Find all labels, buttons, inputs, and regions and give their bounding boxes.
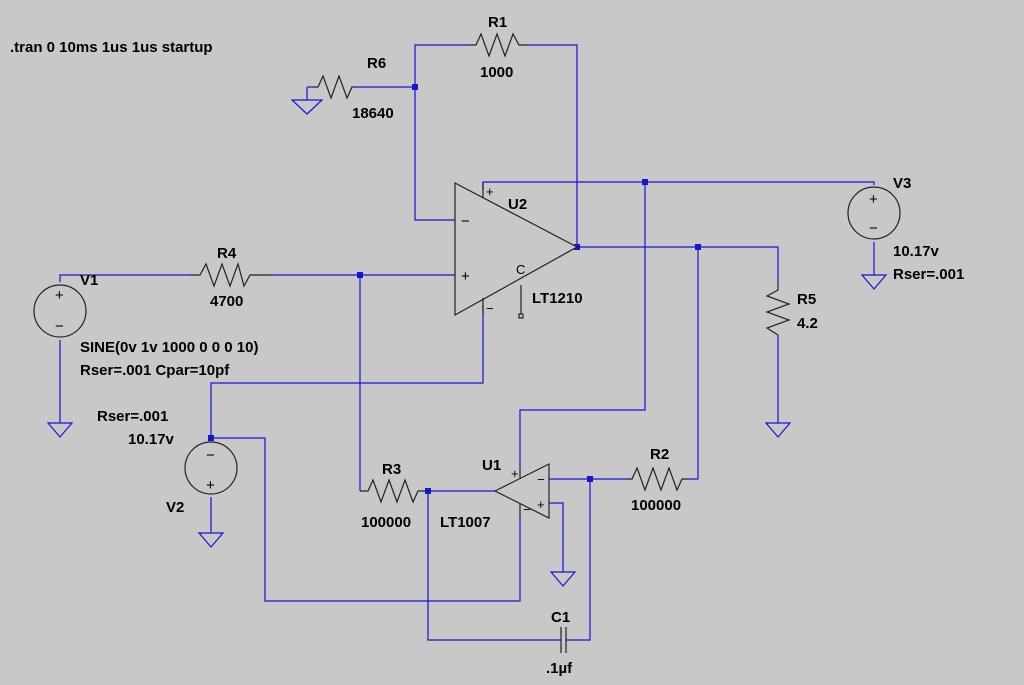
ground-icon xyxy=(197,532,225,548)
v2-plus-mark: + xyxy=(206,477,215,494)
voltage-source-v1-icon xyxy=(33,284,87,338)
r2-value: 100000 xyxy=(631,497,681,514)
junction-dot xyxy=(208,435,214,441)
capacitor-c1-icon xyxy=(560,627,567,653)
c1-value: .1µf xyxy=(546,660,573,677)
r3-value: 100000 xyxy=(361,514,411,531)
v2-value: 10.17v xyxy=(128,431,175,448)
wire-u2-vminus-v2 xyxy=(210,305,484,438)
opamp-u2-icon xyxy=(454,182,579,317)
ground-icon xyxy=(549,571,577,587)
resistor-r3-icon[interactable] xyxy=(360,478,428,504)
r4-value: 4700 xyxy=(210,293,243,310)
v2-minus-mark: − xyxy=(206,447,215,464)
source-v3[interactable]: + − xyxy=(847,186,901,240)
voltage-source-v3-icon xyxy=(847,186,901,240)
r1-value: 1000 xyxy=(480,64,513,81)
v3-minus-mark: − xyxy=(869,220,878,237)
wire-u2-vplus-v3 xyxy=(482,181,875,190)
r3-ref: R3 xyxy=(382,461,401,478)
r5-ref: R5 xyxy=(797,291,816,308)
spice-directive[interactable]: .tran 0 10ms 1us 1us startup xyxy=(10,39,213,56)
ground-icon xyxy=(764,422,792,438)
wire-v1-r4 xyxy=(59,274,190,282)
voltage-source-v2-icon xyxy=(184,441,238,495)
wire-output-r5 xyxy=(577,246,779,282)
v3-params: Rser=.001 xyxy=(893,266,964,283)
u2-c-pin-label: C xyxy=(516,262,525,277)
c1-ref: C1 xyxy=(551,609,570,626)
u1-ref: U1 xyxy=(482,457,501,474)
wire-c1-right xyxy=(570,479,591,641)
v1-ref: V1 xyxy=(80,272,98,289)
junction-dot xyxy=(695,244,701,250)
ground-icon xyxy=(290,87,324,115)
wire-node-u2-minus xyxy=(414,87,455,221)
ground-icon xyxy=(860,274,888,290)
v1-value: SINE(0v 1v 1000 0 0 0 10) xyxy=(80,339,258,356)
u2-minus-mark: − xyxy=(461,213,470,230)
u1-vplus-mark: + xyxy=(511,466,519,481)
v3-plus-mark: + xyxy=(869,191,878,208)
v3-value: 10.17v xyxy=(893,243,940,260)
u2-plus-mark: + xyxy=(461,268,470,285)
r1-ref: R1 xyxy=(488,14,507,31)
v2-params: Rser=.001 xyxy=(97,408,168,425)
resistor-r6-icon[interactable] xyxy=(312,74,355,100)
opamp-u1-icon xyxy=(493,463,550,519)
opamp-u2[interactable]: + − − + C xyxy=(454,182,579,319)
u1-vminus-mark: − xyxy=(523,502,531,517)
r5-value: 4.2 xyxy=(797,315,818,332)
wire-r1-output xyxy=(528,44,578,247)
junction-dot xyxy=(412,84,418,90)
wire-r2-output xyxy=(688,247,699,480)
junction-dot xyxy=(587,476,593,482)
resistor-r2-icon[interactable] xyxy=(628,466,688,492)
u1-plus-mark: + xyxy=(537,497,545,512)
opamp-u1[interactable]: + − − + xyxy=(493,463,550,519)
u2-c-pin-terminal-icon xyxy=(518,313,524,319)
u2-vplus-mark: + xyxy=(486,184,494,199)
wire-r6-r1-node xyxy=(355,44,468,88)
r2-ref: R2 xyxy=(650,446,669,463)
v2-ref: V2 xyxy=(166,499,184,516)
resistor-r1-icon[interactable] xyxy=(468,32,528,58)
u2-ref: U2 xyxy=(508,196,527,213)
wire-u1-plus-ground xyxy=(549,502,564,572)
capacitor-c1[interactable] xyxy=(555,627,570,653)
v1-params: Rser=.001 Cpar=10pf xyxy=(80,362,230,379)
source-v2[interactable]: − + xyxy=(184,441,238,495)
ground-icon xyxy=(46,422,74,438)
u2-part: LT1210 xyxy=(532,290,583,307)
r6-value: 18640 xyxy=(352,105,394,122)
wire-u1-supply xyxy=(519,182,646,468)
r6-ref: R6 xyxy=(367,55,386,72)
resistor-r5-icon[interactable] xyxy=(765,282,791,336)
junction-dot xyxy=(357,272,363,278)
junction-dot xyxy=(642,179,648,185)
r4-ref: R4 xyxy=(217,245,237,262)
resistor-r4-icon[interactable] xyxy=(190,262,270,288)
u2-vminus-mark: − xyxy=(486,301,494,316)
ground-symbols xyxy=(46,87,888,587)
v3-ref: V3 xyxy=(893,175,911,192)
v1-plus-mark: + xyxy=(55,287,64,304)
u1-minus-mark: − xyxy=(537,472,545,487)
u1-part: LT1007 xyxy=(440,514,491,531)
wire-c1-loop xyxy=(427,491,555,641)
wire-v2-u1-vminus xyxy=(211,437,521,602)
source-v1[interactable]: + − xyxy=(33,284,87,338)
v1-minus-mark: − xyxy=(55,318,64,335)
